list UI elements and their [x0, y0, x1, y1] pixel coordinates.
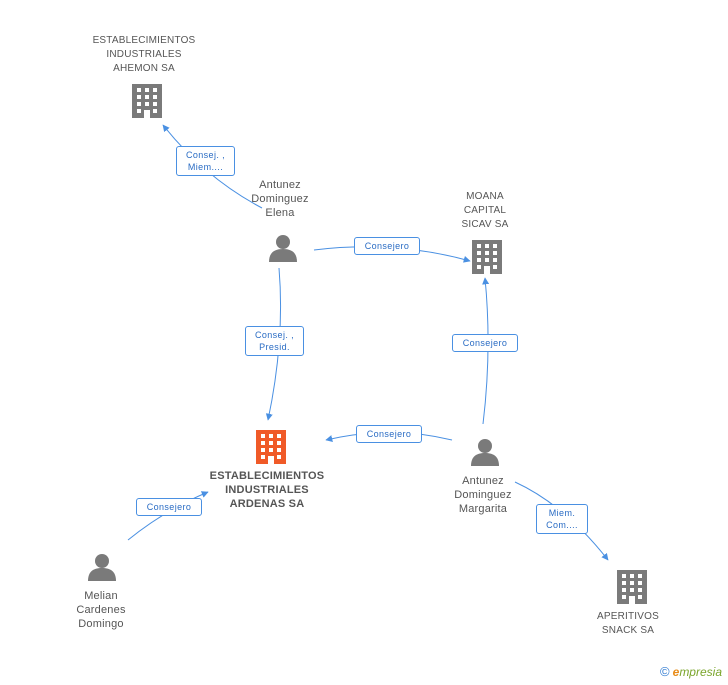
node-label-melian[interactable]: Melian Cardenes Domingo: [76, 590, 126, 630]
building-icon[interactable]: [256, 430, 286, 464]
building-icon[interactable]: [617, 570, 647, 604]
person-icon[interactable]: [471, 439, 499, 466]
building-icon[interactable]: [472, 240, 502, 274]
node-label-margarita[interactable]: Antunez Dominguez Margarita: [454, 475, 512, 515]
edge-label-margarita-ardenas[interactable]: Consejero: [356, 425, 422, 443]
node-label-ardenas[interactable]: ESTABLECIMIENTOS INDUSTRIALES ARDENAS SA: [209, 470, 325, 510]
footer-brand: ©empresia: [660, 664, 722, 679]
edge-label-melian-ardenas[interactable]: Consejero: [136, 498, 202, 516]
edge-label-elena-ahemon[interactable]: Consej. , Miem....: [176, 146, 235, 176]
copyright-symbol: ©: [660, 664, 670, 679]
node-label-ahemon[interactable]: ESTABLECIMIENTOS INDUSTRIALES AHEMON SA: [92, 35, 196, 74]
brand-logo-initial: e: [672, 665, 680, 679]
edge-label-margarita-aperitivos[interactable]: Miem. Com....: [536, 504, 588, 534]
edge-label-elena-ardenas[interactable]: Consej. , Presid.: [245, 326, 304, 356]
person-icon[interactable]: [88, 554, 116, 581]
building-icon[interactable]: [132, 84, 162, 118]
person-icon[interactable]: [269, 235, 297, 262]
node-label-moana[interactable]: MOANA CAPITAL SICAV SA: [461, 191, 509, 230]
node-label-aperitivos[interactable]: APERITIVOS SNACK SA: [596, 611, 659, 636]
edge-label-margarita-moana[interactable]: Consejero: [452, 334, 518, 352]
node-label-elena[interactable]: Antunez Dominguez Elena: [251, 179, 309, 219]
edge-label-elena-moana[interactable]: Consejero: [354, 237, 420, 255]
brand-logo-text: mpresia: [679, 665, 722, 679]
